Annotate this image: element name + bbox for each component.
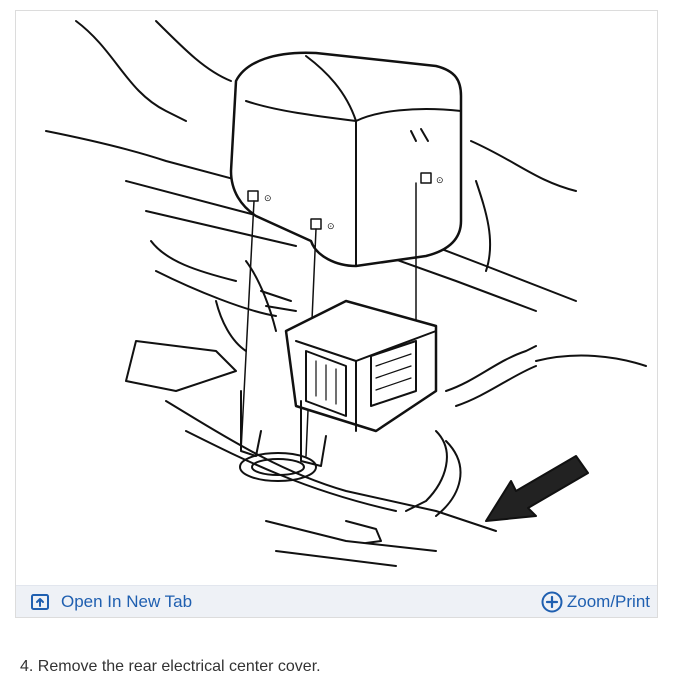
open-in-new-tab-label: Open In New Tab xyxy=(61,592,193,611)
figure-container: ⊙ ⊙ ⊙ Open In New Tab Zoom/Print xyxy=(15,10,658,618)
figure-toolbar: Open In New Tab Zoom/Print xyxy=(16,585,657,617)
callout-left: ⊙ xyxy=(264,193,272,203)
open-new-tab-icon xyxy=(30,592,50,612)
zoom-print-label: Zoom/Print xyxy=(566,592,650,611)
callout-right: ⊙ xyxy=(436,175,444,185)
open-in-new-tab-link[interactable]: Open In New Tab xyxy=(30,586,192,618)
zoom-print-link[interactable]: Zoom/Print xyxy=(541,586,650,618)
callout-mid: ⊙ xyxy=(327,221,335,231)
technical-diagram: ⊙ ⊙ ⊙ xyxy=(16,11,657,585)
zoom-plus-icon xyxy=(541,591,563,613)
step-instruction: 4. Remove the rear electrical center cov… xyxy=(20,658,321,675)
electrical-center-illustration: ⊙ ⊙ ⊙ xyxy=(45,20,647,567)
